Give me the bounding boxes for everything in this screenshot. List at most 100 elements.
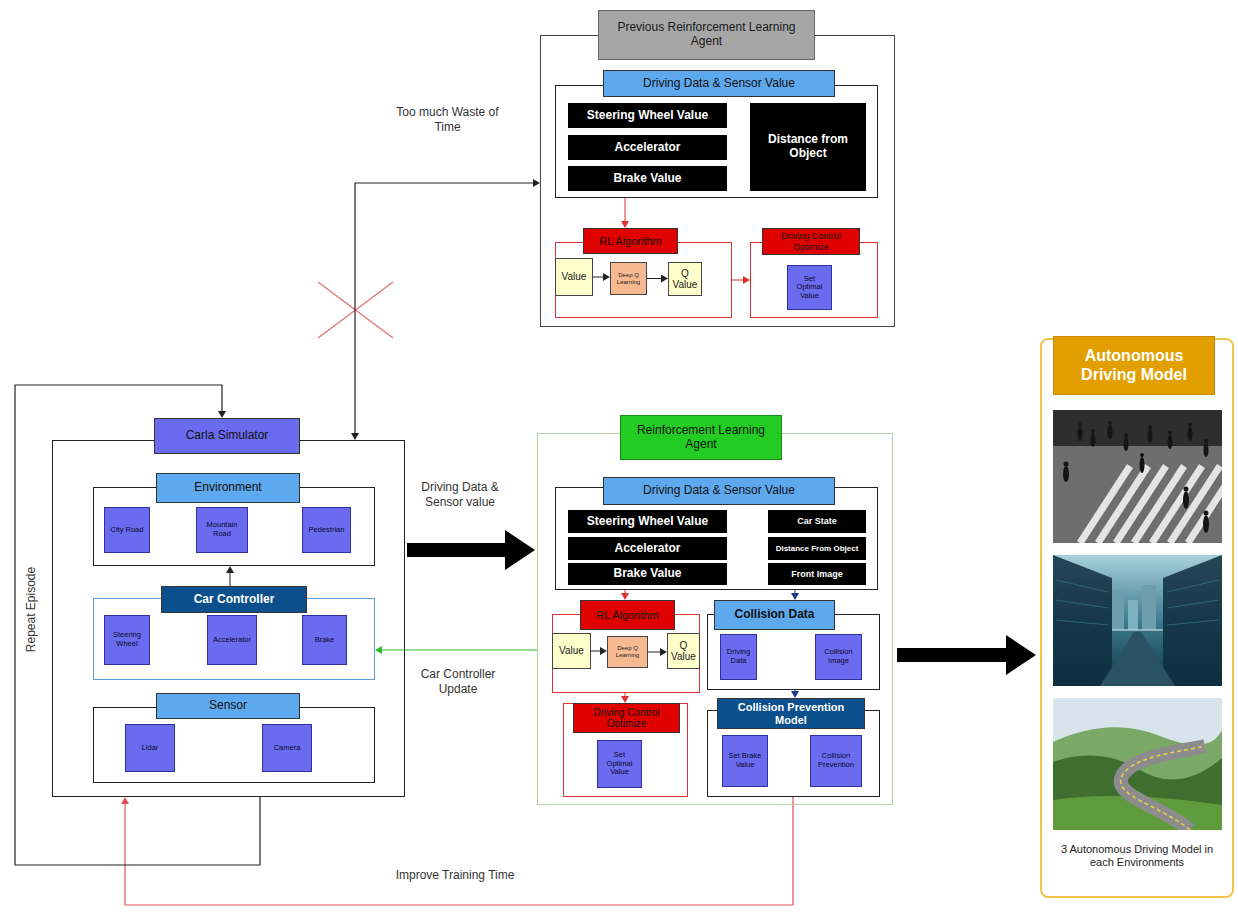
data-box: Accelerator <box>568 537 727 560</box>
header-label: Driving Control Optimize <box>762 228 860 255</box>
connector-arrow <box>791 690 799 698</box>
group-box: Collision Prevention ModelSet Brake Valu… <box>707 710 880 797</box>
box-label: Set Brake Value <box>725 752 765 769</box>
header-label: Reinforcement Learning Agent <box>620 415 782 460</box>
header-label: Environment <box>156 473 300 503</box>
component-box: Mountain Road <box>196 507 248 553</box>
connector-line <box>593 277 604 278</box>
connector-arrow <box>593 273 610 281</box>
edge-label: Improve Training Time <box>375 868 535 883</box>
header-label: Autonomous Driving Model <box>1053 336 1215 395</box>
box-label: City Road <box>107 526 147 535</box>
box-label: Q Value <box>671 268 699 291</box>
arrow-head <box>621 696 629 703</box>
box-label: Brake <box>305 636 344 645</box>
component-box: City Road <box>104 507 150 553</box>
connector-line <box>407 543 510 557</box>
data-box: Car State <box>768 510 866 533</box>
group-box: EnvironmentCity RoadMountain RoadPedestr… <box>93 487 375 566</box>
group-box: Collision DataDriving DataCollision Imag… <box>707 614 880 690</box>
data-box: Distance from Object <box>750 103 866 191</box>
arrow-head <box>505 530 535 570</box>
arrow-head <box>621 221 629 228</box>
connector-arrow <box>732 276 750 284</box>
header-label: Car Controller <box>161 586 307 613</box>
data-box: Steering Wheel Value <box>568 103 727 128</box>
connector-line <box>897 648 1011 662</box>
connector-line <box>648 652 661 653</box>
component-box: Lidar <box>125 724 175 772</box>
component-box: Brake <box>302 615 347 665</box>
connector-line <box>355 183 534 434</box>
component-box: Set Optimal Value <box>597 740 642 788</box>
arrow-head <box>226 566 234 573</box>
algorithm-box: Deep Q Learning <box>607 636 648 668</box>
connector-arrow <box>621 198 629 228</box>
group-box: Driving Data & Sensor ValueSteering Whee… <box>555 85 878 198</box>
arrow-head <box>351 433 359 440</box>
caption-text: 3 Autonomous Driving Model in each Envir… <box>1048 843 1226 883</box>
component-box: Set Optimal Value <box>787 265 832 310</box>
group-box: RL AlgorithmValueDeep Q LearningQ Value <box>555 242 732 318</box>
component-box: Accelerator <box>207 615 257 665</box>
group-box: Driving Control OptimizeSet Optimal Valu… <box>750 242 878 318</box>
box-label: Driving Data <box>723 648 754 665</box>
box-label: Steering Wheel Value <box>571 515 724 529</box>
flow-arrow <box>407 530 535 570</box>
box-label: Brake Value <box>571 172 724 186</box>
component-box: Pedestrian <box>302 507 351 553</box>
arrow-head <box>121 797 129 804</box>
arrow-head <box>1006 635 1036 675</box>
data-box: Steering Wheel Value <box>568 510 727 533</box>
mountain-road-photo <box>1053 698 1222 830</box>
arrow-head <box>621 593 629 600</box>
connector-line <box>230 572 231 586</box>
arrow-head <box>791 593 799 600</box>
header-label: Driving Control Optimize <box>573 703 680 733</box>
group-box: Car ControllerSteering WheelAcceleratorB… <box>93 598 375 680</box>
box-label: Q Value <box>670 640 697 663</box>
arrow-head <box>791 691 799 698</box>
header-label: Driving Data & Sensor Value <box>603 70 835 97</box>
box-label: Accelerator <box>571 141 724 155</box>
header-label: Collision Prevention Model <box>717 698 865 729</box>
box-label: Deep Q Learning <box>610 645 645 659</box>
header-label: Collision Data <box>714 600 835 630</box>
arrow-head <box>660 648 667 656</box>
panel-box: Autonomous Driving Model 3 Autonomous Dri… <box>1040 338 1234 898</box>
box-label: Steering Wheel Value <box>571 109 724 123</box>
box-label: Pedestrian <box>305 526 348 535</box>
box-label: Accelerator <box>571 542 724 556</box>
box-label: Accelerator <box>210 636 254 645</box>
algorithm-box: Deep Q Learning <box>610 262 647 295</box>
box-label: Value <box>555 645 588 657</box>
connector-arrow <box>648 648 667 656</box>
data-box: Brake Value <box>568 563 727 585</box>
arrow-head <box>375 646 382 654</box>
header-label: RL Algorithm <box>583 228 678 254</box>
group-box: Driving Control OptimizeSet Optimal Valu… <box>563 703 688 797</box>
edge-label: Car Controller Update <box>410 667 506 697</box>
box-label: Steering Wheel <box>107 631 147 648</box>
box-label: Mountain Road <box>199 521 245 538</box>
component-box: Camera <box>262 724 312 772</box>
edge-label: Repeat Episode <box>24 550 39 670</box>
connector-arrow <box>351 179 540 440</box>
arrow-head <box>743 276 750 284</box>
edge-label: Too much Waste of Time <box>385 105 510 135</box>
data-box: Distance From Object <box>768 537 866 560</box>
box-label: Car State <box>771 516 863 526</box>
city-photo <box>1053 555 1222 686</box>
connector-line <box>125 797 793 905</box>
component-box: Collision Prevention <box>810 735 862 787</box>
connector-arrow <box>121 797 793 905</box>
component-box: Set Brake Value <box>722 735 768 787</box>
component-box: Driving Data <box>720 634 757 680</box>
connector-line <box>732 280 744 281</box>
box-label: Collision Prevention <box>813 752 859 769</box>
box-label: Brake Value <box>571 567 724 581</box>
data-box: Brake Value <box>568 166 727 191</box>
box-label: Distance From Object <box>771 544 863 553</box>
panel-box: Previous Reinforcement Learning AgentDri… <box>540 35 895 327</box>
